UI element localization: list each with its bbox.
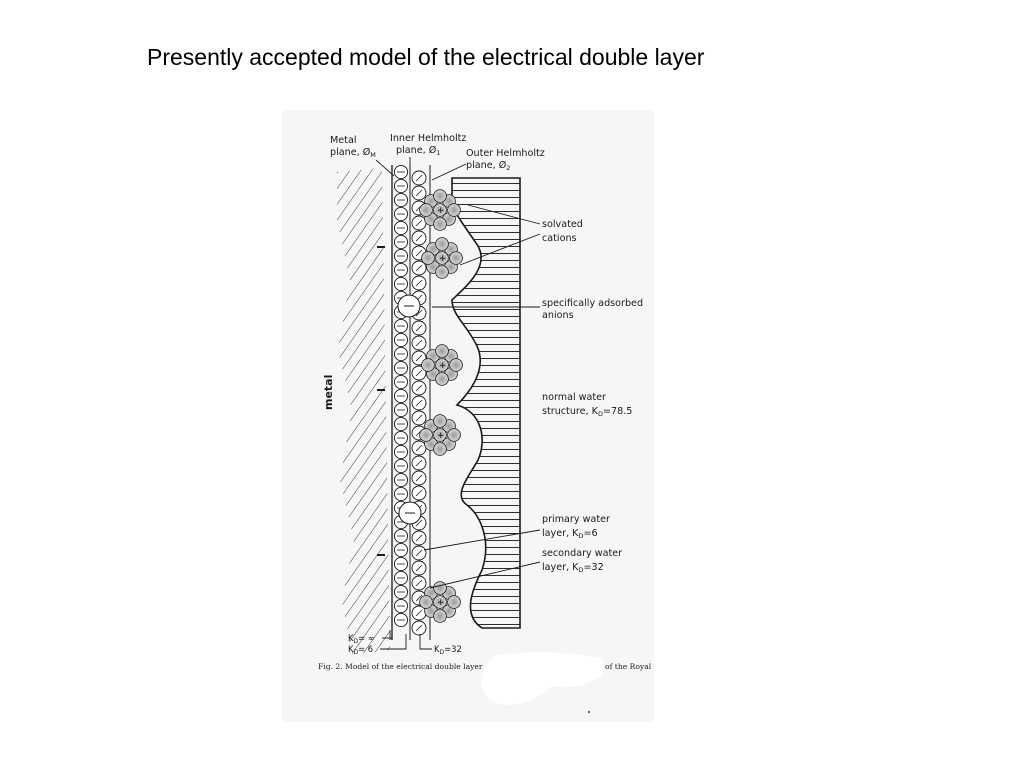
water-molecule bbox=[393, 444, 409, 460]
secondary-water-molecule bbox=[411, 215, 427, 231]
water-molecule bbox=[393, 318, 409, 334]
water-molecule bbox=[393, 206, 409, 222]
caption-redaction bbox=[481, 652, 605, 705]
adsorbed-anion bbox=[397, 294, 421, 318]
secondary-water-molecule bbox=[411, 545, 427, 561]
figure-caption: Fig. 2. Model of the electrical double l… bbox=[318, 662, 483, 671]
secondary-water-molecule bbox=[411, 410, 427, 426]
water-molecule bbox=[393, 458, 409, 474]
water-molecule bbox=[393, 192, 409, 208]
secondary-water-molecule bbox=[411, 380, 427, 396]
water-molecule bbox=[393, 542, 409, 558]
water-molecule bbox=[393, 262, 409, 278]
water-molecule bbox=[393, 472, 409, 488]
speck-mark bbox=[588, 711, 590, 713]
water-molecule bbox=[393, 598, 409, 614]
secondary-water-molecule bbox=[411, 335, 427, 351]
figure-caption-tail: of the Royal bbox=[605, 662, 652, 671]
water-molecule bbox=[393, 486, 409, 502]
svg-text:+: + bbox=[439, 254, 447, 264]
kd-infinity-label: KD= ∞ bbox=[348, 633, 375, 645]
water-molecule bbox=[393, 234, 409, 250]
solvated-label-1: solvated bbox=[542, 219, 583, 230]
secondary-water-molecule bbox=[411, 260, 427, 276]
solvated-label-2: cations bbox=[542, 233, 577, 244]
water-molecule bbox=[393, 332, 409, 348]
solvated-cation: + bbox=[419, 414, 461, 456]
primary-label-2: layer, KD=6 bbox=[542, 528, 598, 540]
water-molecule bbox=[393, 248, 409, 264]
secondary-water-molecule bbox=[411, 530, 427, 546]
water-molecule bbox=[393, 612, 409, 628]
solvated-cation-clusters: + + + + + bbox=[419, 189, 463, 623]
water-molecule bbox=[393, 584, 409, 600]
secondary-water-molecule bbox=[411, 185, 427, 201]
kd-32-label: KD=32 bbox=[434, 644, 462, 656]
svg-text:+: + bbox=[437, 206, 445, 216]
secondary-water-molecule bbox=[411, 560, 427, 576]
outer-helmholtz-label-2: plane, Ø2 bbox=[466, 159, 510, 172]
secondary-label-1: secondary water bbox=[542, 548, 622, 559]
water-molecule bbox=[393, 360, 409, 376]
water-molecule bbox=[393, 276, 409, 292]
label-arrows bbox=[375, 157, 541, 589]
secondary-water-molecule bbox=[411, 620, 427, 636]
adsorbed-anion bbox=[398, 501, 422, 525]
water-molecule bbox=[393, 388, 409, 404]
double-layer-diagram: + + + + + Metal plane, ØM Inner Helmholtz pl… bbox=[318, 133, 652, 713]
secondary-water-molecule bbox=[411, 575, 427, 591]
secondary-water-molecule bbox=[411, 320, 427, 336]
water-molecule bbox=[393, 164, 409, 180]
secondary-water-molecule bbox=[411, 230, 427, 246]
secondary-water-molecule bbox=[411, 170, 427, 186]
svg-text:+: + bbox=[439, 361, 447, 371]
water-molecule bbox=[393, 346, 409, 362]
metal-region bbox=[337, 168, 390, 655]
secondary-water-molecule bbox=[411, 470, 427, 486]
solvated-cation: + bbox=[419, 189, 461, 231]
anion-markers bbox=[377, 246, 385, 556]
bulk-water-region bbox=[451, 177, 521, 629]
adsorbed-label-2: anions bbox=[542, 310, 574, 321]
svg-text:+: + bbox=[437, 431, 445, 441]
water-molecule bbox=[393, 374, 409, 390]
metal-vertical-label: metal bbox=[322, 375, 335, 410]
solvated-cation: + bbox=[421, 237, 463, 279]
water-molecule bbox=[393, 178, 409, 194]
metal-plane-label-2: plane, ØM bbox=[330, 146, 376, 159]
secondary-water-molecule bbox=[411, 455, 427, 471]
slide-title: Presently accepted model of the electric… bbox=[147, 44, 705, 70]
primary-label-1: primary water bbox=[542, 514, 610, 525]
adsorbed-label-1: specifically adsorbed bbox=[542, 298, 643, 309]
water-molecule bbox=[393, 570, 409, 586]
secondary-water-molecule bbox=[411, 395, 427, 411]
water-molecule bbox=[393, 220, 409, 236]
secondary-water-molecule bbox=[411, 485, 427, 501]
inner-helmholtz-label-1: Inner Helmholtz bbox=[390, 133, 466, 144]
inner-helmholtz-label-2: plane, Ø1 bbox=[396, 144, 440, 157]
normal-water-label-1: normal water bbox=[542, 392, 606, 403]
solvated-cation: + bbox=[421, 344, 463, 386]
water-molecule bbox=[393, 402, 409, 418]
water-molecule bbox=[393, 416, 409, 432]
kd-pointers bbox=[380, 630, 432, 650]
svg-text:+: + bbox=[437, 598, 445, 608]
secondary-water-molecule bbox=[411, 365, 427, 381]
secondary-label-2: layer, KD=32 bbox=[542, 562, 604, 574]
kd-6-label: KD= 6 bbox=[348, 644, 373, 656]
secondary-water-molecule bbox=[411, 275, 427, 291]
double-layer-figure: + + + + + Metal plane, ØM Inner Helmholtz pl… bbox=[282, 110, 654, 722]
outer-helmholtz-label-1: Outer Helmholtz bbox=[466, 148, 545, 159]
metal-plane-label-1: Metal bbox=[330, 135, 357, 146]
normal-water-label-2: structure, KD=78.5 bbox=[542, 406, 632, 418]
solvated-cation: + bbox=[419, 581, 461, 623]
secondary-water-molecule bbox=[411, 440, 427, 456]
primary-water-column bbox=[393, 164, 427, 636]
water-molecule bbox=[393, 528, 409, 544]
water-molecule bbox=[393, 556, 409, 572]
water-molecule bbox=[393, 430, 409, 446]
